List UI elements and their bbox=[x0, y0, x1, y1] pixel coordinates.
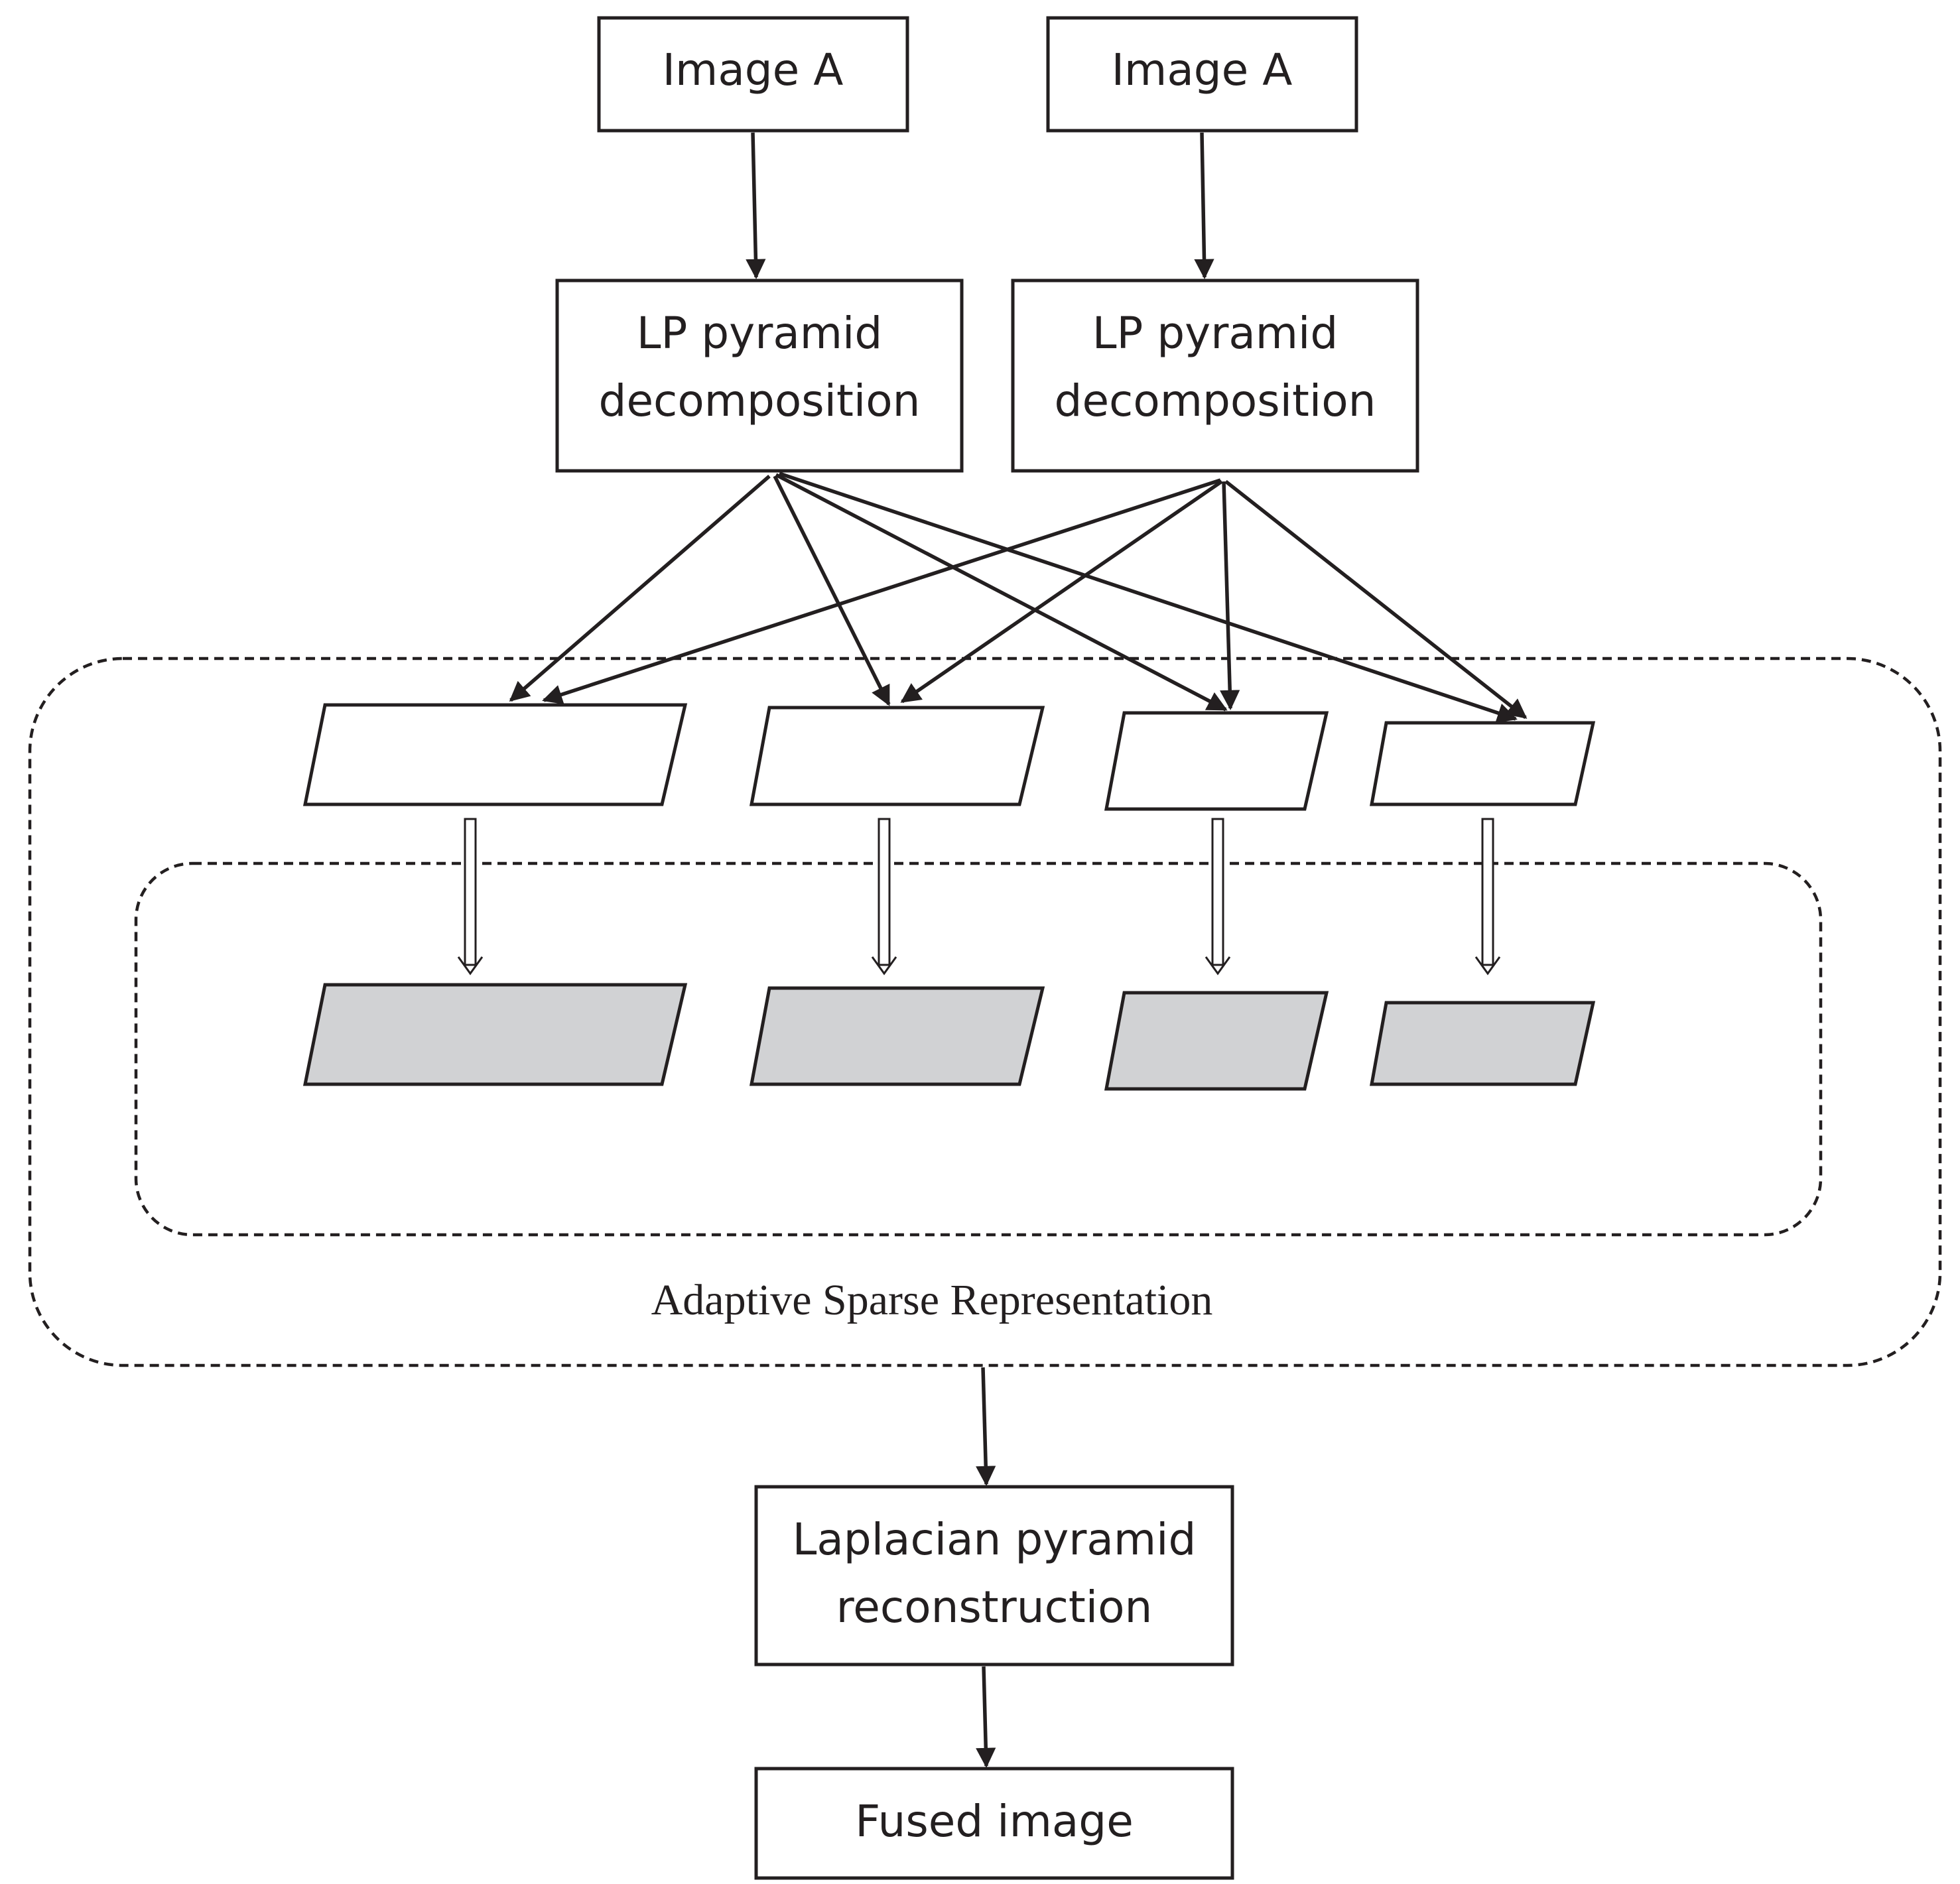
hollow-arrow-level-3 bbox=[1205, 818, 1231, 975]
lp-decomposition-left-node: LP pyramid decomposition bbox=[555, 279, 964, 473]
decomposition-level-1 bbox=[302, 703, 688, 806]
image-a-right-label: Image A bbox=[1112, 44, 1293, 95]
arrow-group-to-reconstruction bbox=[976, 1367, 996, 1487]
lp-left-line-1: LP pyramid bbox=[637, 308, 883, 359]
decomposition-level-4 bbox=[1370, 721, 1596, 806]
reconstruction-line-2: reconstruction bbox=[836, 1582, 1153, 1633]
arrow-lp-right-to-level-2 bbox=[900, 479, 1223, 704]
reconstruction-line-1: Laplacian pyramid bbox=[793, 1514, 1197, 1565]
laplacian-reconstruction-node: Laplacian pyramid reconstruction bbox=[754, 1485, 1234, 1666]
lp-left-line-2: decomposition bbox=[599, 375, 921, 426]
fused-image-node: Fused image bbox=[754, 1767, 1234, 1880]
fused-level-2 bbox=[749, 986, 1045, 1086]
lp-right-line-2: decomposition bbox=[1055, 375, 1376, 426]
arrow-lp-right-to-level-3 bbox=[1220, 481, 1240, 711]
fused-level-1 bbox=[302, 983, 688, 1086]
hollow-arrow-level-4 bbox=[1474, 818, 1501, 975]
lp-right-line-1: LP pyramid bbox=[1092, 308, 1339, 359]
decomposition-level-2 bbox=[749, 706, 1045, 806]
image-a-right-node: Image A bbox=[1046, 16, 1358, 133]
arrow-lp-right-to-level-4 bbox=[1224, 479, 1528, 720]
arrow-image-left-to-lp bbox=[746, 132, 766, 280]
image-a-left-label: Image A bbox=[663, 44, 844, 95]
arrow-reconstruction-to-fused bbox=[976, 1666, 996, 1769]
inner-dashed-group bbox=[134, 861, 1823, 1237]
arrow-lp-left-to-level-1 bbox=[509, 474, 771, 702]
arrow-lp-left-to-level-4 bbox=[779, 471, 1518, 723]
outer-dashed-group bbox=[28, 657, 1942, 1367]
fused-image-label: Fused image bbox=[855, 1796, 1134, 1847]
arrow-lp-left-to-level-2 bbox=[773, 475, 891, 706]
lp-decomposition-right-node: LP pyramid decomposition bbox=[1011, 279, 1419, 473]
image-a-left-node: Image A bbox=[597, 16, 909, 133]
hollow-arrow-level-1 bbox=[457, 818, 484, 975]
arrow-image-right-to-lp bbox=[1194, 132, 1214, 280]
adaptive-sparse-representation-label: Adaptive Sparse Representation bbox=[651, 1276, 1213, 1324]
arrow-lp-right-to-level-1 bbox=[542, 478, 1221, 704]
fused-level-4 bbox=[1370, 1001, 1596, 1086]
fused-level-3 bbox=[1104, 991, 1329, 1091]
decomposition-level-3 bbox=[1104, 711, 1329, 811]
arrow-lp-left-to-level-3 bbox=[775, 473, 1228, 712]
hollow-arrow-level-2 bbox=[871, 818, 897, 975]
